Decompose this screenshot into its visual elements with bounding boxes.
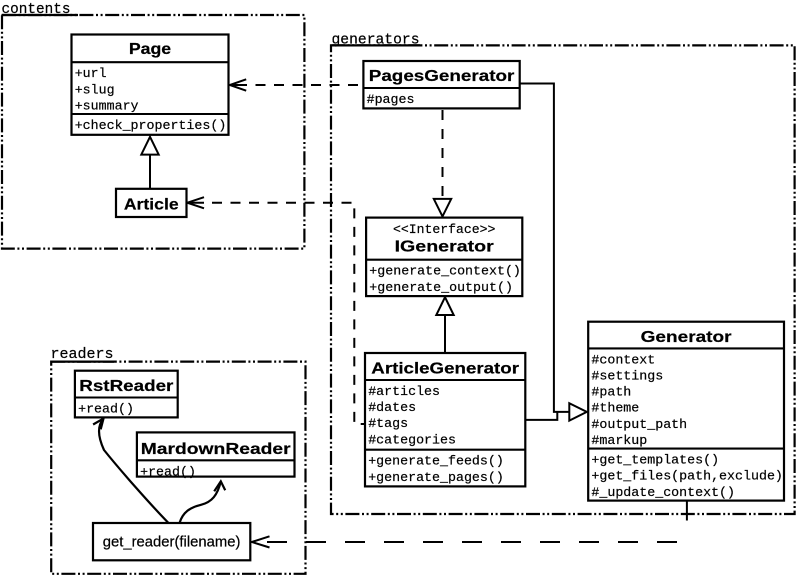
svg-text:<<Interface>>: <<Interface>>: [393, 222, 495, 237]
svg-text:Generator: Generator: [641, 329, 732, 346]
svg-text:RstReader: RstReader: [79, 378, 173, 395]
svg-text:ArticleGenerator: ArticleGenerator: [371, 360, 519, 377]
svg-text:MardownReader: MardownReader: [141, 441, 291, 458]
svg-text:+url: +url: [75, 66, 107, 81]
svg-text:contents: contents: [2, 2, 71, 18]
svg-text:#theme: #theme: [591, 401, 639, 416]
svg-text:#tags: #tags: [368, 416, 408, 431]
svg-text:#output_path: #output_path: [591, 417, 687, 432]
svg-text:+get_files(path,exclude): +get_files(path,exclude): [591, 469, 783, 484]
svg-text:#context: #context: [591, 352, 655, 367]
svg-text:readers: readers: [51, 347, 114, 363]
svg-text:+generate_output(): +generate_output(): [369, 280, 513, 295]
svg-text:+slug: +slug: [75, 82, 115, 97]
svg-text:+generate_context(): +generate_context(): [369, 264, 521, 279]
svg-text:+generate_feeds(): +generate_feeds(): [368, 454, 504, 469]
svg-text:#path: #path: [591, 385, 631, 400]
svg-text:+get_templates(): +get_templates(): [591, 453, 719, 468]
svg-text:#_update_context(): #_update_context(): [591, 485, 735, 500]
svg-text:generators: generators: [332, 33, 420, 49]
svg-text:Article: Article: [124, 197, 179, 214]
svg-text:#dates: #dates: [368, 400, 416, 415]
svg-text:Page: Page: [129, 41, 171, 58]
svg-text:#pages: #pages: [367, 92, 415, 107]
svg-text:+read(): +read(): [78, 402, 134, 417]
svg-text:+summary: +summary: [75, 98, 139, 113]
svg-text:IGenerator: IGenerator: [395, 239, 494, 256]
svg-text:+generate_pages(): +generate_pages(): [368, 470, 504, 485]
svg-text:PagesGenerator: PagesGenerator: [369, 68, 515, 85]
svg-text:get_reader(filename): get_reader(filename): [103, 535, 241, 551]
svg-text:+check_properties(): +check_properties(): [75, 118, 227, 133]
svg-text:#markup: #markup: [591, 433, 647, 448]
svg-text:#settings: #settings: [591, 369, 663, 384]
svg-text:#articles: #articles: [368, 384, 440, 399]
svg-text:#categories: #categories: [368, 432, 456, 447]
svg-text:+read(): +read(): [140, 464, 196, 479]
